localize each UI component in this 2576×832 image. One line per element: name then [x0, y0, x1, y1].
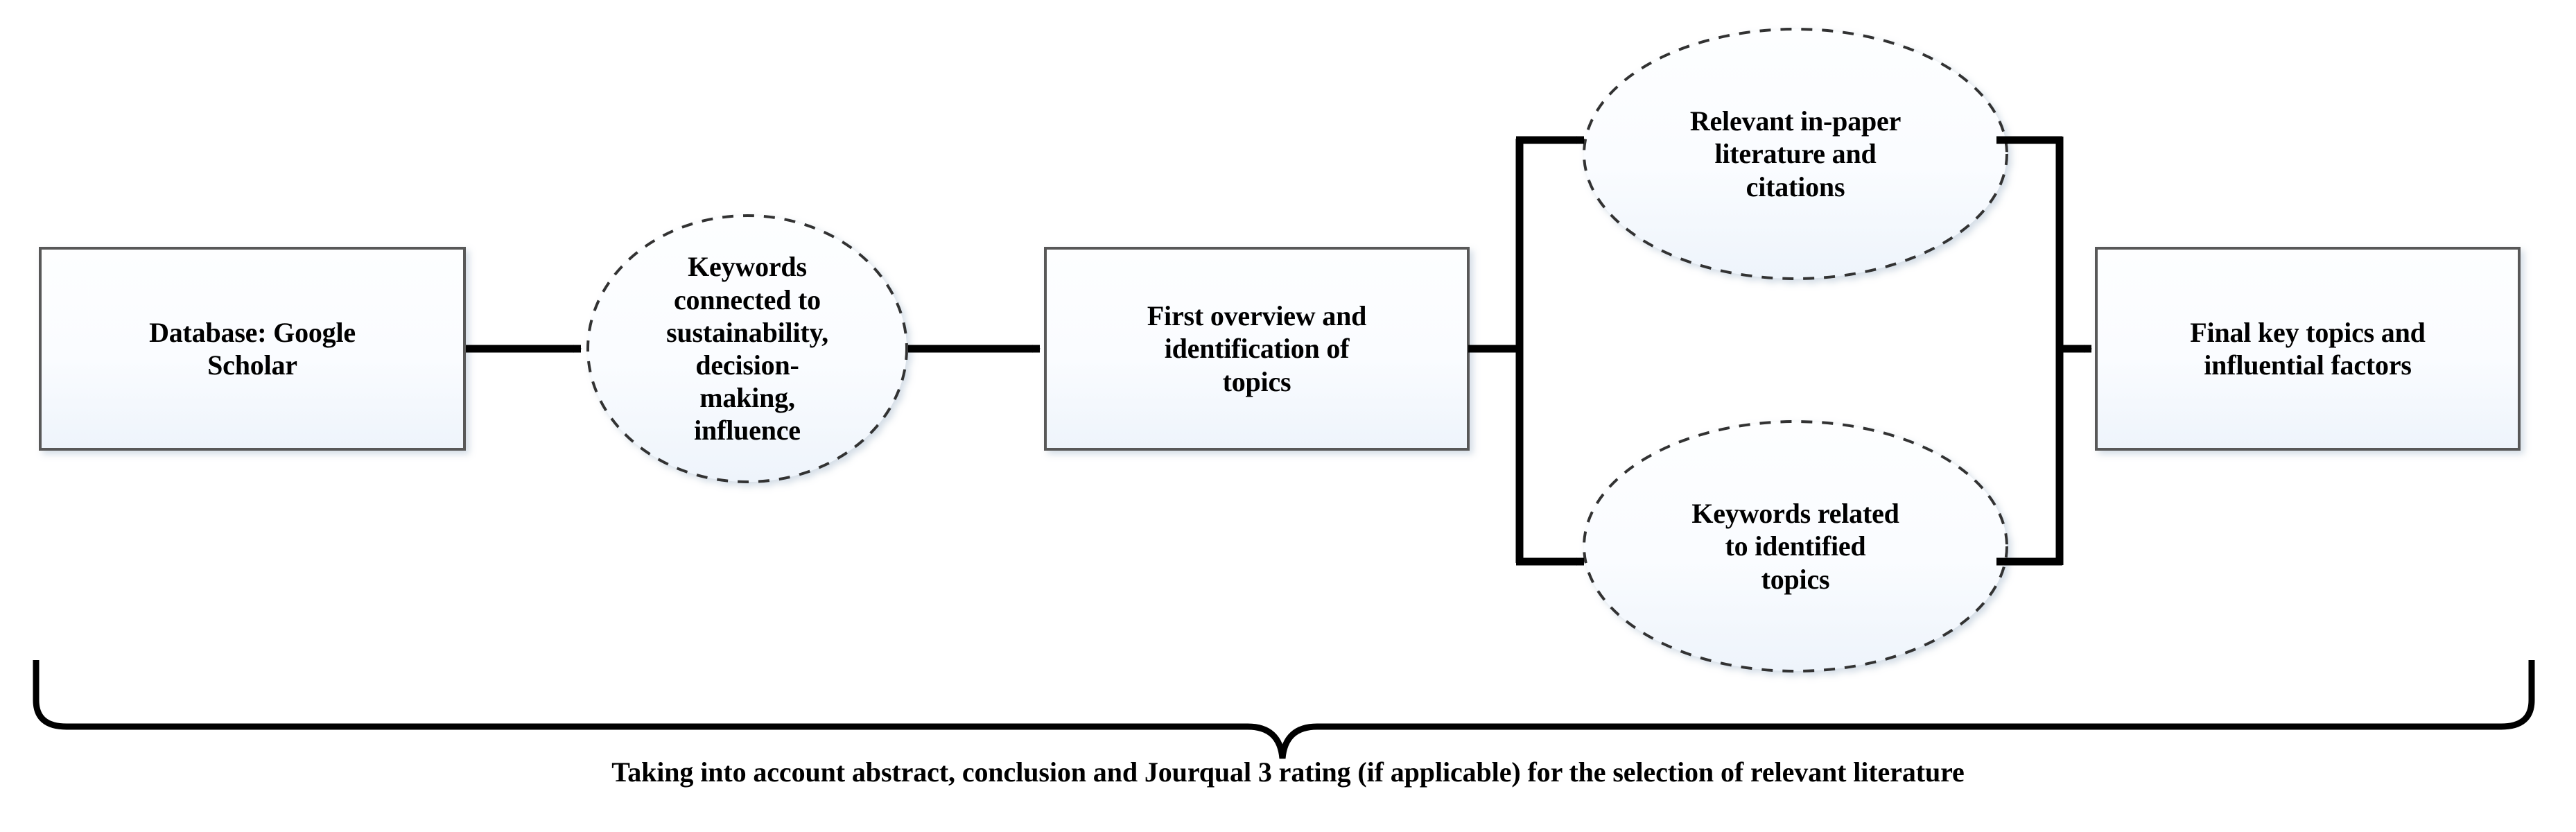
- node-keywords-initial-shape[interactable]: [586, 214, 908, 483]
- node-final-topics-shape[interactable]: [2095, 247, 2521, 451]
- node-keywords-related-shape[interactable]: [1583, 420, 2008, 673]
- node-in-paper-literature-shape[interactable]: [1583, 28, 2008, 280]
- node-first-overview-shape[interactable]: [1044, 247, 1470, 451]
- brace-caption: Taking into account abstract, conclusion…: [611, 756, 1965, 788]
- connector-merge-to-final: [1996, 136, 2092, 566]
- bottom-brace: [33, 660, 2535, 759]
- connector-overview-split: [1468, 136, 1585, 566]
- node-database-shape[interactable]: [39, 247, 466, 451]
